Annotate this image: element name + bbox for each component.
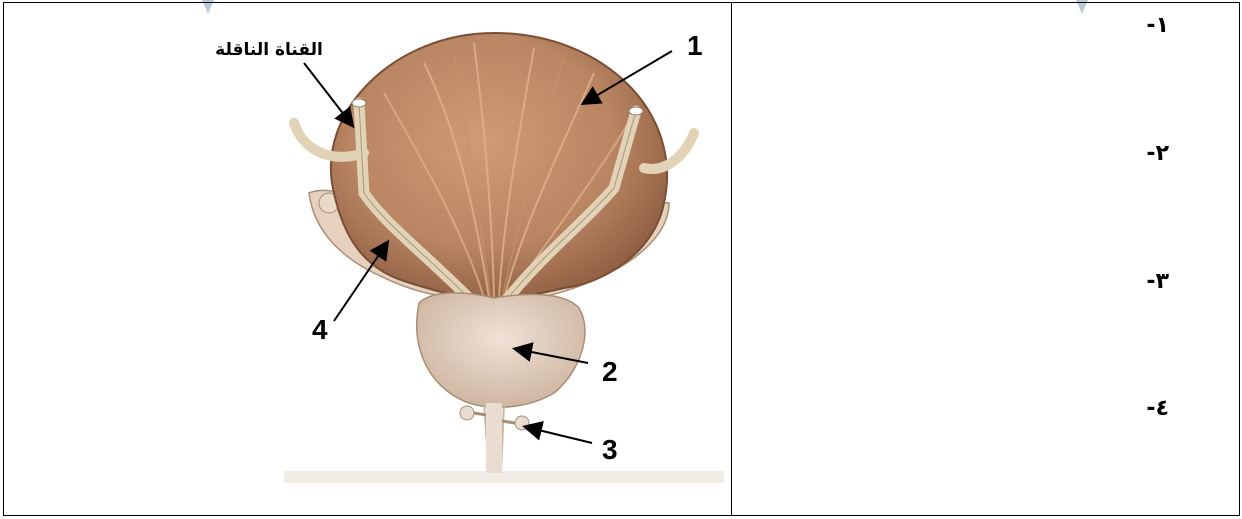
urethra (484, 403, 504, 473)
figure-cell: القناة الناقلة 1 2 3 4 (4, 3, 732, 516)
label-3: 3 (602, 434, 618, 465)
label-4: 4 (312, 314, 328, 345)
label-vas-deferens: القناة الناقلة (215, 40, 323, 60)
answer-dash: - (1146, 141, 1155, 166)
prostate-gland (417, 293, 585, 407)
answer-number: ٢ (1156, 141, 1169, 166)
answer-number: ٤ (1156, 396, 1169, 421)
answer-dash: - (1146, 269, 1155, 294)
answer-line-3[interactable]: ٣- (1144, 269, 1169, 294)
figure-shadow (284, 471, 724, 483)
arrow-3 (526, 427, 592, 443)
answer-line-4[interactable]: ٤- (1144, 396, 1169, 421)
question-table: القناة الناقلة 1 2 3 4 ١- (3, 2, 1240, 516)
label-2: 2 (602, 356, 618, 387)
answer-dash: - (1146, 396, 1155, 421)
answer-number: ١ (1156, 13, 1169, 38)
answer-cell: ١- ٢- ٣- ٤- (732, 3, 1240, 516)
answer-number: ٣ (1156, 269, 1169, 294)
answer-dash: - (1146, 13, 1155, 38)
answer-line-2[interactable]: ٢- (1144, 141, 1169, 166)
label-1: 1 (687, 30, 703, 61)
answer-list: ١- ٢- ٣- ٤- (732, 3, 1239, 515)
answer-line-1[interactable]: ١- (1144, 13, 1169, 38)
anatomy-figure: القناة الناقلة 1 2 3 4 (4, 3, 731, 517)
arrow-vas-deferens (304, 63, 352, 125)
